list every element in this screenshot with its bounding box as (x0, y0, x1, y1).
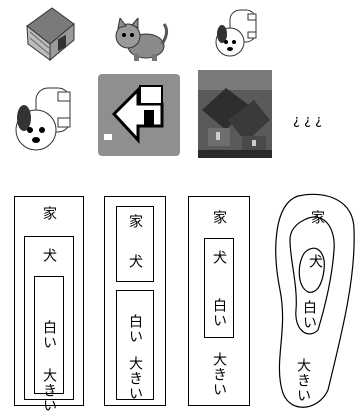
panel-3-house-text: 家 (211, 210, 227, 225)
panel-4-curves (268, 190, 360, 416)
panel-3-outer-box (188, 196, 250, 406)
panel-4-dog-text: 犬 (307, 254, 323, 269)
doghouse-image (22, 4, 76, 62)
panel-4-house-text: 家 (309, 210, 325, 225)
cat-image (112, 18, 170, 62)
panel-2-house-text: 家 (127, 214, 143, 229)
panel-2-dog-text: 犬 (127, 254, 143, 269)
panel-4-outer-curve (275, 193, 355, 408)
panel-2-white-text: 白い (127, 314, 143, 344)
house-photo (198, 70, 272, 158)
panel-4-big-text: 大きい (295, 358, 311, 403)
panel-3-big-text: 大きい (211, 352, 227, 397)
panel-1-dog-text: 犬 (41, 248, 57, 263)
panel-2-big-text: 大きい (127, 356, 143, 401)
dog-image-small (210, 4, 262, 66)
panel-4-white-text: 白い (301, 300, 317, 330)
panel-1-big-text: 大きい (41, 368, 57, 413)
panel-4-inner-curve (298, 247, 325, 293)
panel-2-outer-box (104, 196, 166, 406)
panel-2-upper-box (116, 206, 154, 282)
panel-3-inner-box (204, 238, 234, 338)
panel-1-house-text: 家 (41, 206, 57, 221)
panel-2-lower-box (116, 290, 154, 400)
question-marks: ? ? ? (293, 112, 322, 128)
dog-image-large (6, 80, 78, 160)
panel-3-white-text: 白い (211, 298, 227, 328)
panel-1-middle-box (24, 236, 74, 400)
panel-1-outer-box (14, 196, 84, 406)
panel-1-white-text: 白い (41, 320, 57, 350)
doghouse-sign-image (98, 74, 180, 156)
panel-4-middle-curve (289, 216, 335, 335)
panel-3-dog-text: 犬 (211, 250, 227, 265)
panel-1-inner-box (34, 276, 64, 394)
